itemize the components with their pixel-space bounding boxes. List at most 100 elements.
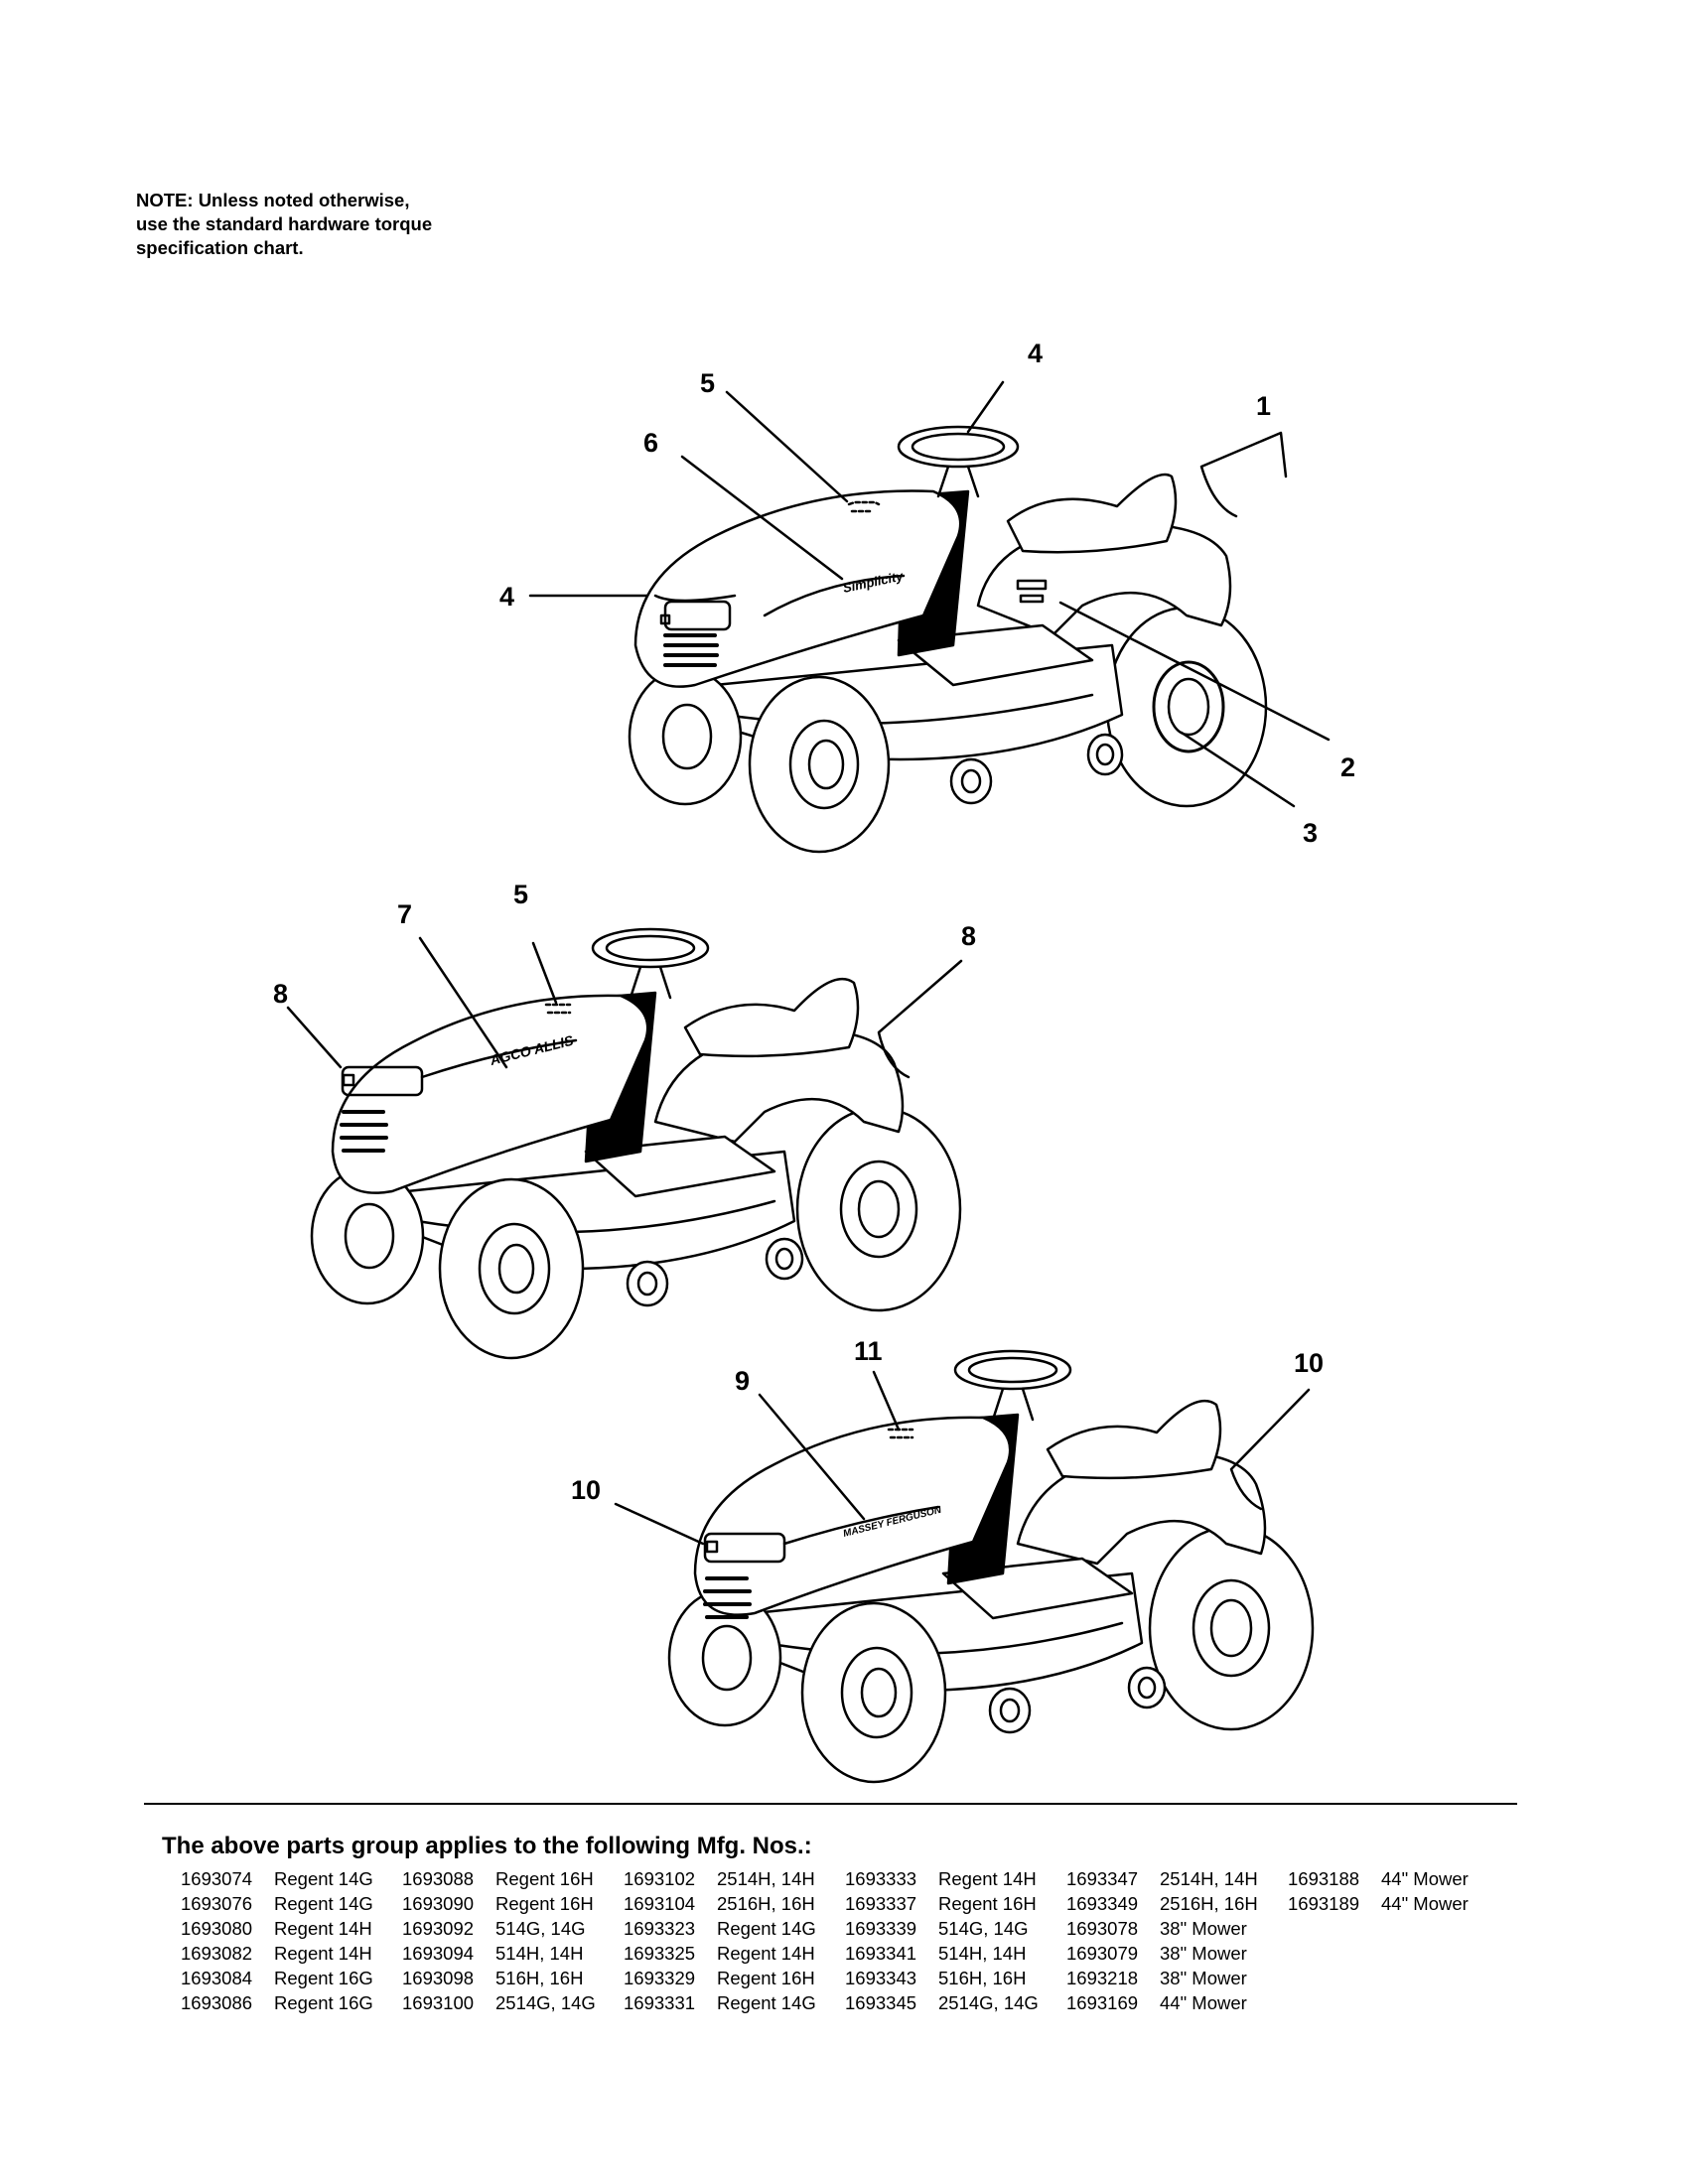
callout-number: 7 [397,899,412,929]
mfg-row: 1693088 Regent 16H [402,1866,596,1891]
model-name: 2516H, 16H [1160,1893,1258,1914]
mfg-row: 1693079 38" Mower [1066,1941,1258,1966]
mfg-number: 1693339 [845,1918,917,1939]
mfg-number: 1693098 [402,1968,475,1988]
mfg-row: 1693086 Regent 16G [181,1990,373,2015]
mfg-number: 1693084 [181,1968,253,1988]
model-name: Regent 14G [717,1918,816,1939]
model-name: Regent 14H [274,1918,372,1939]
mfg-number: 1693104 [624,1893,696,1914]
mfg-row: 1693345 2514G, 14G [845,1990,1039,2015]
mfg-row: 1693347 2514H, 14H [1066,1866,1258,1891]
mfg-row: 1693102 2514H, 14H [624,1866,816,1891]
model-name: 2514H, 14H [717,1868,815,1889]
mfg-number: 1693323 [624,1918,696,1939]
callout-number: 4 [1028,339,1043,368]
mfg-row: 1693078 38" Mower [1066,1916,1258,1941]
model-name: 2516H, 16H [717,1893,815,1914]
tractor-illustration-top: Simplicity [528,380,1331,854]
mfg-number: 1693102 [624,1868,696,1889]
mfg-column: 1693102 2514H, 14H 1693104 2516H, 16H 169332… [624,1866,816,2015]
model-name: Regent 16G [274,1968,373,1988]
model-name: 38" Mower [1160,1918,1247,1939]
applies-to-heading: The above parts group applies to the fol… [162,1833,812,1859]
mfg-row: 1693325 Regent 14H [624,1941,816,1966]
callout-number: 5 [513,880,528,909]
mfg-row: 1693331 Regent 14G [624,1990,816,2015]
section-divider [144,1803,1517,1805]
model-name: 516H, 16H [495,1968,584,1988]
mfg-number: 1693345 [845,1992,917,2013]
mfg-row: 1693082 Regent 14H [181,1941,373,1966]
mfg-row: 1693339 514G, 14G [845,1916,1039,1941]
model-name: Regent 14G [717,1992,816,2013]
model-name: Regent 16H [938,1893,1037,1914]
model-name: 514H, 14H [938,1943,1027,1964]
model-name: Regent 16H [495,1893,594,1914]
model-name: 44" Mower [1381,1893,1469,1914]
model-name: 38" Mower [1160,1968,1247,1988]
model-name: 44" Mower [1381,1868,1469,1889]
model-name: 514G, 14G [938,1918,1029,1939]
callout-number: 11 [854,1336,883,1366]
mfg-number: 1693094 [402,1943,475,1964]
mfg-number: 1693337 [845,1893,917,1914]
mfg-number: 1693331 [624,1992,696,2013]
mfg-number: 1693082 [181,1943,253,1964]
mfg-number: 1693079 [1066,1943,1139,1964]
mfg-number: 1693325 [624,1943,696,1964]
model-name: Regent 14H [938,1868,1037,1889]
model-name: 516H, 16H [938,1968,1027,1988]
mfg-row: 1693090 Regent 16H [402,1891,596,1916]
mfg-number: 1693169 [1066,1992,1139,2013]
mfg-number: 1693347 [1066,1868,1139,1889]
callout-number: 5 [700,368,715,398]
callout-number: 10 [1294,1348,1324,1378]
callout-number: 4 [499,582,514,612]
model-name: Regent 14H [717,1943,815,1964]
model-name: Regent 16H [717,1968,815,1988]
callout-number: 2 [1340,752,1355,782]
model-name: Regent 14G [274,1868,373,1889]
model-name: 38" Mower [1160,1943,1247,1964]
torque-note: NOTE: Unless noted otherwise, use the st… [136,189,513,260]
mfg-number: 1693090 [402,1893,475,1914]
model-name: 2514G, 14G [495,1992,596,2013]
callout-number: 3 [1303,818,1318,848]
model-name: Regent 14G [274,1893,373,1914]
mfg-row: 1693349 2516H, 16H [1066,1891,1258,1916]
mfg-number: 1693349 [1066,1893,1139,1914]
mfg-number: 1693086 [181,1992,253,2013]
model-name: Regent 16H [495,1868,594,1889]
mfg-number: 1693080 [181,1918,253,1939]
callout-number: 1 [1256,391,1271,421]
mfg-number: 1693100 [402,1992,475,2013]
tractor-illustration-middle: AGCO ALLIS [286,927,963,1360]
note-line: specification chart. [136,237,304,258]
mfg-number: 1693078 [1066,1918,1139,1939]
mfg-number: 1693088 [402,1868,475,1889]
mfg-row: 1693084 Regent 16G [181,1966,373,1990]
mfg-row: 1693098 516H, 16H [402,1966,596,1990]
model-name: Regent 16G [274,1992,373,2013]
mfg-number: 1693189 [1288,1893,1360,1914]
model-name: Regent 14H [274,1943,372,1964]
tractor-illustration-bottom: MASSEY FERGUSON [614,1349,1315,1784]
mfg-row: 1693337 Regent 16H [845,1891,1039,1916]
model-name: 514G, 14G [495,1918,586,1939]
note-line: use the standard hardware torque [136,213,433,234]
mfg-row: 1693104 2516H, 16H [624,1891,816,1916]
mfg-number: 1693343 [845,1968,917,1988]
model-name: 2514H, 14H [1160,1868,1258,1889]
model-name: 2514G, 14G [938,1992,1039,2013]
